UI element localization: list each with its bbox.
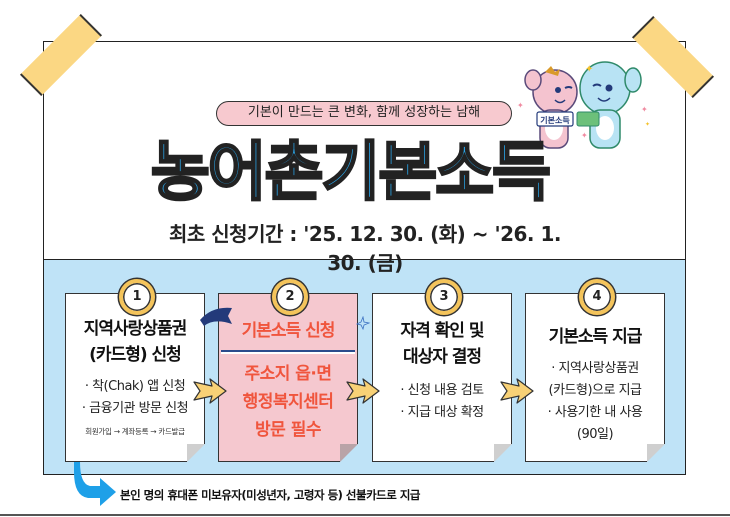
step-2-body-line-2: 행정복지센터 xyxy=(242,392,334,412)
bottom-divider xyxy=(0,514,730,516)
step-4-body-line-2: (카드형)으로 지급 xyxy=(548,383,643,398)
page-fold-icon xyxy=(340,444,358,462)
step-1-title-line-2: (카드형) 신청 xyxy=(89,345,182,365)
application-period: 최초 신청기간 : '25. 12. 30. (화) ~ '26. 1. 30.… xyxy=(169,222,561,275)
step-number-2: 2 xyxy=(272,279,308,315)
ribbon-flag-icon xyxy=(200,307,232,326)
footer-note: 본인 명의 휴대폰 미보유자(미성년자, 고령자 등) 선불카드로 지급 xyxy=(120,488,420,502)
arrow-right-icon xyxy=(346,378,380,404)
svg-text:✦: ✦ xyxy=(645,121,650,128)
svg-text:✦: ✦ xyxy=(641,105,648,114)
step-3-title-line-1: 자격 확인 및 xyxy=(400,321,484,341)
step-number-1: 1 xyxy=(119,279,155,315)
step-1-body-line-2: · 금융기관 방문 신청 xyxy=(81,401,189,416)
page-fold-icon xyxy=(187,444,205,462)
step-number-4: 4 xyxy=(579,279,615,315)
main-title: 농어촌기본소득 xyxy=(150,135,553,212)
step-1-note: 회원가입 → 계좌등록 → 카드발급 xyxy=(85,427,185,436)
page-fold-icon xyxy=(647,444,665,462)
svg-text:✦: ✦ xyxy=(581,131,588,140)
svg-text:✦: ✦ xyxy=(517,101,524,110)
step-2-divider xyxy=(221,350,355,352)
arrow-right-icon xyxy=(193,378,227,404)
step-4-body-line-1: · 지역사랑상품권 xyxy=(551,361,639,376)
step-2-body-line-1: 주소지 읍·면 xyxy=(244,364,332,384)
step-4-body-line-3: · 사용기한 내 사용 xyxy=(547,405,643,420)
step-1-body-line-1: · 착(Chak) 앱 신청 xyxy=(84,379,186,394)
step-number-3: 3 xyxy=(426,279,462,315)
page-fold-icon xyxy=(494,444,512,462)
step-card-1: 지역사랑상품권 (카드형) 신청 · 착(Chak) 앱 신청 · 금융기관 방… xyxy=(65,293,205,462)
slogan-pill: 기본이 만드는 큰 변화, 함께 성장하는 남해 xyxy=(216,101,512,126)
step-1-title-line-1: 지역사랑상품권 xyxy=(83,319,187,339)
star-doodle-icon xyxy=(355,316,371,330)
step-4-body-line-4: (90일) xyxy=(576,427,614,442)
mascot-sign-text: 기본소득 xyxy=(540,115,570,125)
step-3-body-line-1: · 신청 내용 검토 xyxy=(400,383,484,398)
step-3-title-line-2: 대상자 결정 xyxy=(402,347,482,367)
step-3-body-line-2: · 지급 대상 확정 xyxy=(400,405,484,420)
step-card-3: 자격 확인 및 대상자 결정 · 신청 내용 검토 · 지급 대상 확정 xyxy=(372,293,512,462)
arrow-right-icon xyxy=(500,378,534,404)
step-card-4: 기본소득 지급 · 지역사랑상품권 (카드형)으로 지급 · 사용기한 내 사용… xyxy=(525,293,665,462)
curved-arrow-icon xyxy=(74,462,116,506)
step-2-title: 기본소득 신청 xyxy=(241,321,336,341)
mascot-characters-icon: 기본소득 ✦ ✦ ✦ ✦ ✦ xyxy=(517,61,650,149)
svg-text:✦: ✦ xyxy=(585,64,593,75)
step-card-2: 기본소득 신청 주소지 읍·면 행정복지센터 방문 필수 xyxy=(218,293,358,462)
step-4-title: 기본소득 지급 xyxy=(548,327,643,347)
step-2-body-line-3: 방문 필수 xyxy=(255,420,321,440)
